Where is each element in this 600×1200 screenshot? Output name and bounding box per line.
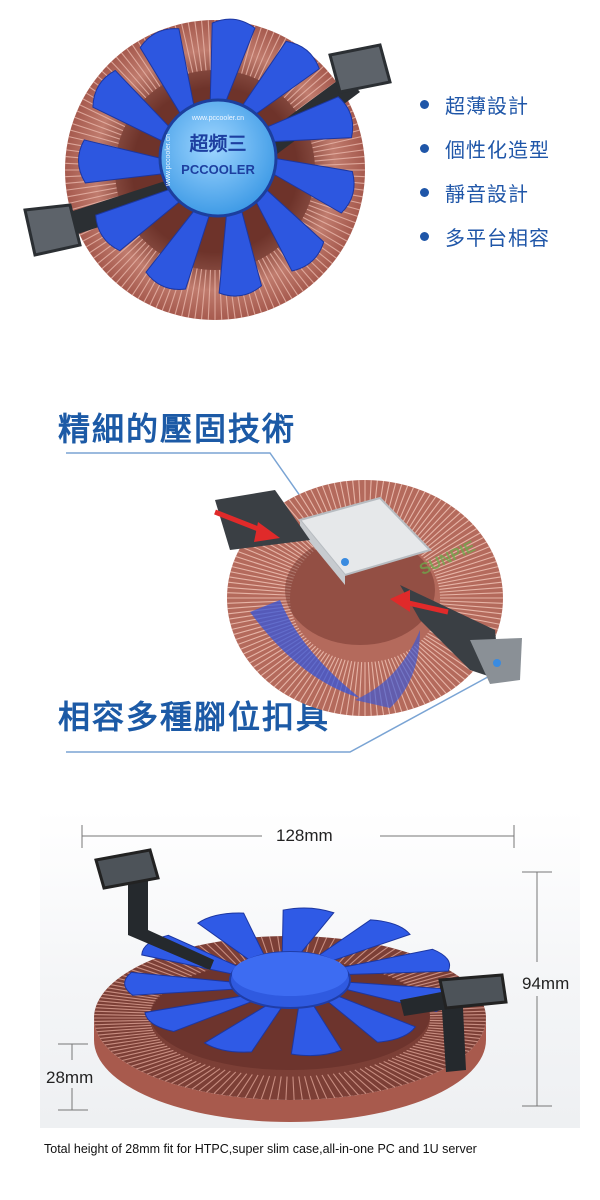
hub-brand-en-text: PCCOOLER [181, 162, 255, 177]
pressure-arrows [214, 509, 449, 615]
fan-hub [229, 951, 351, 1009]
feature-label: 多平台相容 [445, 227, 550, 250]
mounting-bracket [94, 848, 508, 1072]
hub-url-side-text: www.pccooler.cn [165, 134, 172, 187]
feature-label: 靜音設計 [445, 183, 529, 206]
feature-item: 靜音設計 [418, 170, 550, 214]
cooler-detail-image [66, 452, 522, 753]
dimensions-section: 128mm 94mm 28mm Total height of 28mm fit… [0, 810, 600, 1200]
feature-label: 個性化造型 [445, 139, 550, 162]
copper-base-plate [298, 496, 432, 585]
feature-item: 個性化造型 [418, 126, 550, 170]
mounting-bracket [23, 43, 392, 257]
fan-hub: 超频三 PCCOOLER www.pccooler.cn www.pccoole… [158, 98, 278, 218]
width-dimension-label: 128mm [276, 826, 333, 845]
dimension-lines [58, 825, 552, 1111]
bullet-icon [420, 143, 429, 153]
bullet-icon [420, 99, 429, 109]
spec-caption: Total height of 28mm fit for HTPC,super … [44, 1142, 477, 1156]
bullet-icon [420, 187, 429, 197]
fan-blades [78, 18, 355, 297]
callout-compatible-mounts: 相容多種腳位扣具 [58, 699, 331, 735]
detail-section: 精細的壓固技術 相容多種腳位扣具 [0, 380, 600, 780]
hub-brand-cn-text: 超频三 [188, 132, 246, 155]
feature-list: 超薄設計 個性化造型 靜音設計 多平台相容 [418, 82, 550, 258]
thickness-dimension-label: 28mm [46, 1068, 94, 1087]
callout-pressing-technique: 精細的壓固技術 [58, 411, 297, 447]
cooler-dimension-image [58, 825, 552, 1122]
height-dimension-label: 94mm [522, 974, 570, 993]
bullet-icon [420, 231, 429, 241]
product-top-section: 超频三 PCCOOLER www.pccooler.cn www.pccoole… [0, 0, 600, 340]
feature-label: 超薄設計 [445, 95, 529, 118]
feature-item: 超薄設計 [418, 82, 550, 126]
feature-item: 多平台相容 [418, 214, 550, 258]
cooler-top-view-image: 超频三 PCCOOLER www.pccooler.cn www.pccoole… [23, 18, 392, 320]
hub-url-top-text: www.pccooler.cn [191, 115, 244, 122]
